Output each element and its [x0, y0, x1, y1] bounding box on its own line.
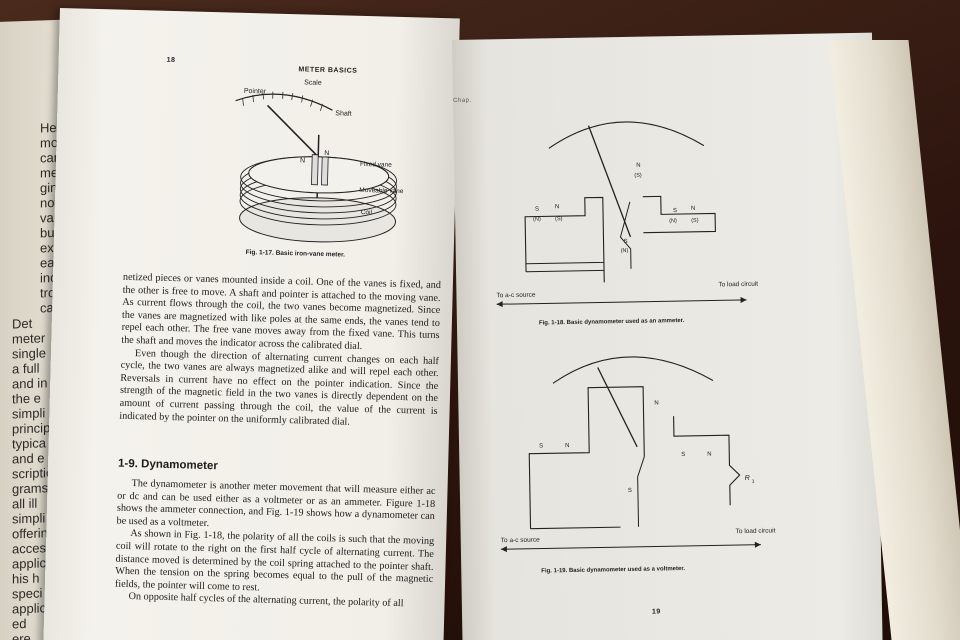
- scale-ticks: [242, 91, 323, 111]
- fig18-s-paren-right: (S): [691, 218, 699, 224]
- background-book-line: simpli: [12, 405, 46, 422]
- fig19-left-frame: [528, 386, 645, 529]
- fig19-scale-arc: [552, 356, 714, 384]
- fig19-right-frame: [673, 416, 741, 506]
- label-shaft: Shaft: [335, 110, 352, 117]
- background-book-line: applic: [12, 555, 46, 572]
- fig18-n-paren-right: (N): [669, 218, 677, 224]
- fig18-bus-line: [496, 299, 747, 305]
- background-book-line: and in: [12, 375, 48, 392]
- fig18-arrow-left: [496, 301, 503, 308]
- background-book-line: princip: [12, 420, 51, 437]
- fig-1-19-caption: Fig. 1-19. Basic dynamometer used as a v…: [541, 566, 685, 575]
- fig19-n-left: N: [565, 443, 569, 449]
- fig18-load-label: To load circuit: [718, 281, 758, 289]
- left-page: 18 METER BASICS Pointer Scale: [43, 8, 460, 640]
- fig18-s-bottom: S: [623, 239, 627, 245]
- label-n-fixed: N: [300, 157, 305, 164]
- fig-1-19-voltmeter: S N N S S N R 1 To a-c source To load ci…: [500, 356, 776, 575]
- paragraph: Even though the direction of alternating…: [119, 347, 440, 428]
- body-text-top: netized pieces or vanes mounted inside a…: [119, 272, 441, 431]
- section-title: 1-9. Dynamometer: [117, 457, 218, 473]
- coil-top: [248, 156, 390, 194]
- fig18-scale-arc: [548, 121, 705, 149]
- fig19-arrow-left: [500, 546, 507, 553]
- fig18-n-top: N: [636, 163, 640, 169]
- background-book-line: all ill: [12, 495, 38, 512]
- background-book-line: grams: [12, 480, 49, 497]
- fig18-s-right: S: [673, 208, 677, 214]
- fig-1-18-ammeter: S N (N) (S) N (S) S (N) S N (N) (S) To a…: [496, 121, 758, 327]
- fig19-moving-coil: [637, 456, 645, 527]
- label-n-moveable: N: [324, 150, 329, 157]
- fig19-source-label: To a-c source: [501, 537, 541, 545]
- fig18-n-paren-left: (N): [533, 216, 541, 222]
- fig18-n-right: N: [691, 206, 695, 212]
- background-book-line: a full: [12, 360, 40, 377]
- background-book-line: Det: [12, 315, 33, 332]
- background-book-line: and e: [12, 450, 45, 467]
- dynamometer-figures: S N (N) (S) N (S) S (N) S N (N) (S) To a…: [496, 121, 776, 575]
- fig-1-18-caption: Fig. 1-18. Basic dynamometer used as an …: [539, 318, 685, 327]
- paragraph: The dynamometer is another meter movemen…: [116, 478, 436, 529]
- fig19-bus-line: [500, 544, 761, 550]
- label-coil: Coil: [361, 209, 373, 216]
- background-book-line: his h: [12, 570, 40, 587]
- fig18-s-paren-left: (S): [555, 216, 563, 222]
- label-fixed-vane: Fixed vane: [360, 161, 392, 169]
- fig18-source-label: To a-c source: [496, 292, 536, 300]
- background-book-line: offerin: [12, 525, 48, 542]
- background-book-line: applic: [12, 600, 46, 617]
- iron-vane-figure: Pointer Scale Shaft N N Fixed vane Movea…: [235, 79, 404, 243]
- fig19-arrow-right: [754, 541, 761, 548]
- fig19-n-top: N: [654, 400, 658, 406]
- paragraph: netized pieces or vanes mounted inside a…: [121, 271, 442, 352]
- fig19-resistor-label: R: [745, 475, 750, 482]
- fig18-right-coil-frame: [642, 195, 716, 234]
- background-book-line: the e: [12, 390, 41, 407]
- background-book-line: speci: [12, 585, 43, 602]
- scale-arc: [235, 93, 333, 111]
- background-book-line: ere: [12, 630, 31, 640]
- pointer-needle: [266, 104, 317, 156]
- fig18-n-left: N: [555, 204, 559, 210]
- background-book-line: meter: [12, 330, 46, 347]
- label-pointer: Pointer: [244, 88, 267, 96]
- fig18-wire-bottom-left: [526, 269, 605, 273]
- moveable-vane: [321, 156, 329, 186]
- fig18-moving-coil: [619, 201, 632, 269]
- background-book-line: simpli: [12, 510, 46, 527]
- fixed-vane: [311, 154, 319, 186]
- fig19-s-right: S: [681, 452, 685, 458]
- fig19-s-left: S: [539, 443, 543, 449]
- fig18-pointer: [587, 125, 632, 238]
- background-book-line: acces: [12, 540, 46, 557]
- fig18-s-left: S: [535, 207, 539, 213]
- fig19-resistor-subscript: 1: [752, 479, 755, 485]
- fig19-n-right: N: [707, 452, 711, 458]
- background-book-line: ed: [12, 615, 27, 632]
- background-book-line: single: [12, 345, 46, 362]
- fig19-pointer: [597, 367, 638, 448]
- fig19-load-label: To load circuit: [736, 527, 776, 535]
- body-text-bottom: The dynamometer is another meter movemen…: [114, 478, 436, 612]
- paragraph: As shown in Fig. 1-18, the polarity of a…: [114, 528, 435, 594]
- fig18-arrow-right: [740, 297, 747, 304]
- fig19-wire-bottom: [530, 526, 621, 530]
- right-page: Chap. 19 S N (N) (S) N (S) S: [452, 32, 883, 640]
- label-moveable-vane: Moveable vane: [359, 187, 404, 195]
- fig19-s-mid: S: [628, 488, 632, 494]
- background-book-line: typica: [12, 435, 46, 452]
- label-scale: Scale: [304, 79, 322, 86]
- fig18-s-paren-top: (S): [634, 173, 642, 179]
- fig18-n-paren-bottom: (N): [621, 248, 629, 254]
